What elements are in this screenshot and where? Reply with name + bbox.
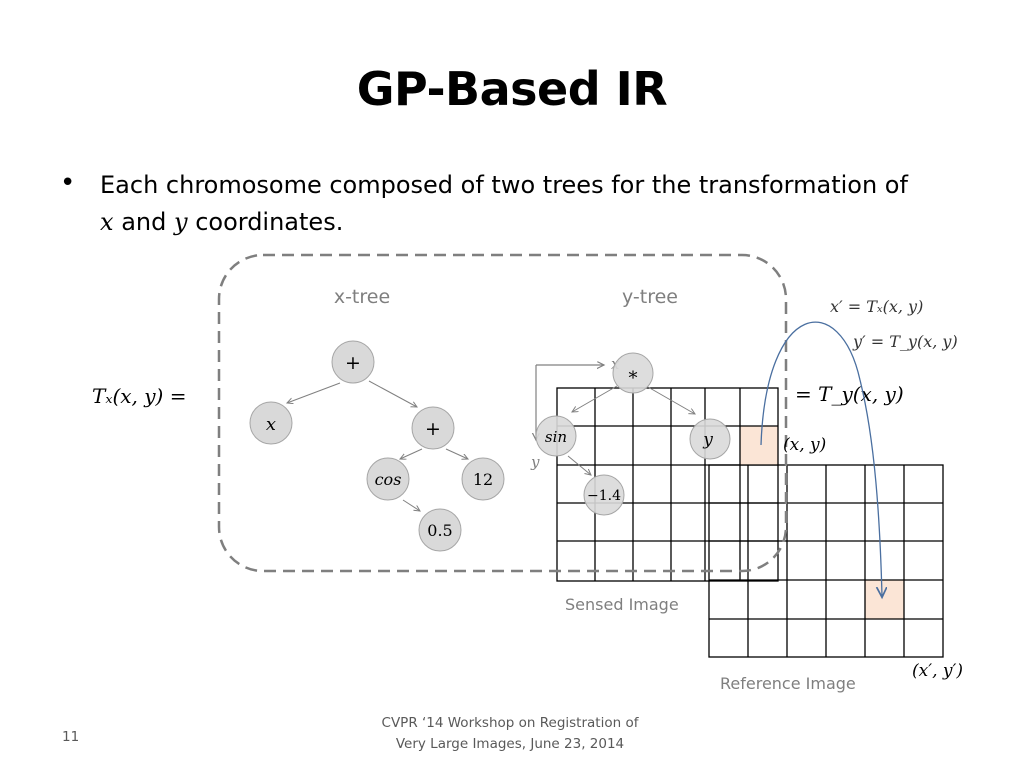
bullet-marker: • — [60, 168, 76, 198]
sensed-image-label: Sensed Image — [565, 595, 679, 614]
sensed-highlight-cell — [740, 426, 778, 465]
x-tree-node-plus — [411, 406, 455, 450]
x-tree-node-x-label: x — [266, 414, 276, 435]
x-tree-node-plus-label: + — [425, 418, 441, 440]
x-prime-equation: x′ = Tₓ(x, y) — [830, 297, 923, 316]
chromosome-box — [217, 253, 788, 573]
mapped-point-label: (x′, y′) — [912, 661, 963, 681]
x-tree-node-root — [331, 340, 375, 384]
bullet-text-part-3: coordinates. — [195, 208, 344, 236]
axis-y-label: y — [530, 453, 540, 471]
bullet-text: Each chromosome composed of two trees fo… — [100, 167, 980, 241]
coordinate-axes — [536, 365, 604, 440]
bullet-x-var: x — [100, 208, 114, 236]
x-tree: + x + cos 12 0.5 — [249, 340, 505, 552]
y-tree: * sin y −1.4 — [535, 352, 731, 516]
x-tree-node-0-5-label: 0.5 — [427, 521, 452, 540]
footer-line-2: Very Large Images, June 23, 2014 — [395, 736, 625, 752]
y-tree-edges — [567, 385, 695, 475]
y-prime-equation: y′ = T_y(x, y) — [852, 332, 958, 351]
reference-highlight-cell — [865, 580, 904, 619]
y-tree-node-neg-1-4 — [583, 474, 625, 516]
y-transform-formula: = T_y(x, y) — [795, 382, 904, 406]
x-tree-node-cos-label: cos — [375, 470, 402, 489]
x-tree-label: x-tree — [334, 286, 390, 308]
x-tree-node-0-5 — [418, 508, 462, 552]
y-tree-node-neg-1-4-label: −1.4 — [587, 488, 621, 504]
y-tree-node-sin — [535, 415, 577, 457]
slide-title: GP-Based IR — [356, 62, 668, 116]
y-tree-label: y-tree — [622, 286, 678, 308]
x-tree-node-x — [249, 401, 293, 445]
reference-image-label: Reference Image — [720, 674, 856, 693]
reference-image-grid — [708, 464, 944, 658]
x-tree-node-root-label: + — [345, 352, 361, 374]
y-tree-node-sin-label: sin — [545, 428, 567, 446]
footer: CVPR ‘14 Workshop on Registration of Ver… — [340, 713, 680, 755]
x-tree-node-12-label: 12 — [473, 470, 493, 489]
slide-number: 11 — [62, 729, 80, 745]
footer-line-1: CVPR ‘14 Workshop on Registration of — [381, 715, 639, 731]
y-tree-node-root-label: * — [629, 368, 638, 389]
y-tree-node-root — [612, 352, 654, 394]
y-tree-node-y — [689, 418, 731, 460]
point-label: (x, y) — [783, 435, 826, 455]
x-tree-node-cos — [366, 457, 410, 501]
bullet-y-var: y — [173, 208, 188, 236]
mapping-arrow — [760, 321, 882, 596]
x-tree-edges — [287, 380, 468, 511]
x-transform-formula: Tₓ(x, y) = — [92, 384, 186, 408]
x-tree-node-12 — [461, 457, 505, 501]
y-tree-node-y-label: y — [702, 430, 713, 450]
bullet-text-part-2: and — [121, 208, 167, 236]
bullet-text-part-1: Each chromosome composed of two trees fo… — [100, 171, 908, 199]
